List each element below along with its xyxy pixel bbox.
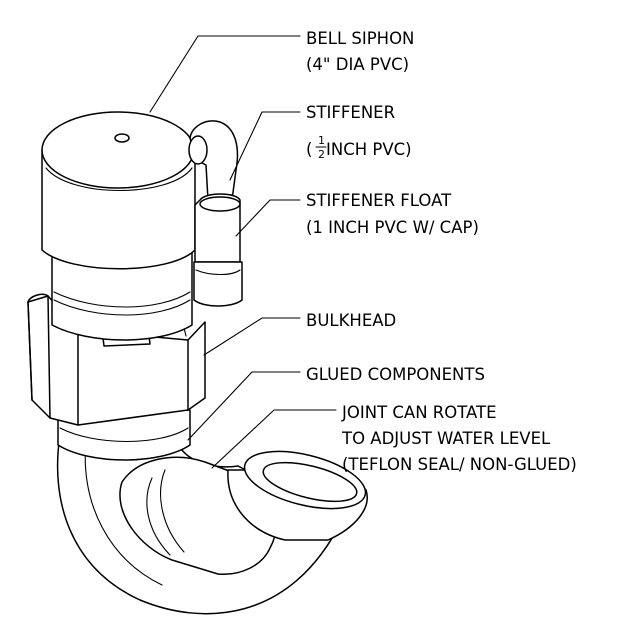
bulkhead-edge-1	[27, 301, 33, 401]
stiffener-elbow-end	[188, 135, 208, 165]
elbow-collar-groove-2	[160, 469, 185, 553]
label-stiffener-open: (	[306, 140, 312, 159]
bulkhead-edge-2	[47, 295, 51, 419]
label-rotating-joint-line2: TO ADJUST WATER LEVEL	[341, 429, 551, 448]
label-bulkhead: BULKHEAD	[306, 311, 396, 330]
elbow-outlet-inner	[262, 461, 358, 503]
label-stiffener-line1: STIFFENER	[306, 103, 395, 122]
label-stiffener-frac-num: 1	[318, 134, 325, 147]
leader-glued-components	[187, 371, 301, 441]
stiffener-assembly	[188, 120, 243, 307]
bell-pipe-band	[53, 291, 191, 308]
leader-stiffener	[229, 111, 301, 181]
bell-cap-top	[41, 111, 195, 189]
label-glued-components: GLUED COMPONENTS	[306, 365, 485, 384]
leader-bulkhead	[203, 317, 301, 356]
label-bell-siphon-line1: BELL SIPHON	[306, 29, 414, 48]
bell-cap-rim	[45, 167, 193, 192]
bulkhead-top-face	[27, 293, 49, 303]
leader-lines	[149, 35, 337, 469]
label-bell-siphon-line2: (4" DIA PVC)	[306, 55, 409, 74]
bell-pipe-band-2	[53, 299, 191, 316]
label-stiffener-rest: INCH PVC)	[326, 140, 412, 159]
bell-cap	[41, 111, 196, 270]
coupling-band	[59, 427, 189, 443]
bell-cap-vent-hole	[114, 133, 130, 143]
label-rotating-joint-line3: (TEFLON SEAL/ NON-GLUED)	[342, 455, 577, 474]
label-rotating-joint-line1: JOINT CAN ROTATE	[341, 403, 497, 422]
label-stiffener-float-line1: STIFFENER FLOAT	[306, 191, 452, 210]
stiffener-float-top	[199, 196, 241, 212]
leader-bell-siphon	[149, 35, 301, 113]
elbow-outlet-opening	[243, 450, 367, 510]
leader-rotating-joint	[211, 409, 337, 469]
label-stiffener-float-line2: (1 INCH PVC W/ CAP)	[306, 218, 479, 237]
elbow-inner-curve	[84, 439, 163, 586]
stiffener-float-cap-rim	[195, 269, 241, 276]
stiffener-float-cap	[193, 261, 243, 307]
elbow-collar-groove	[146, 477, 171, 556]
leader-stiffener-float	[235, 199, 301, 237]
elbow-fitting	[56, 434, 368, 615]
label-stiffener-frac-den: 2	[318, 148, 325, 161]
